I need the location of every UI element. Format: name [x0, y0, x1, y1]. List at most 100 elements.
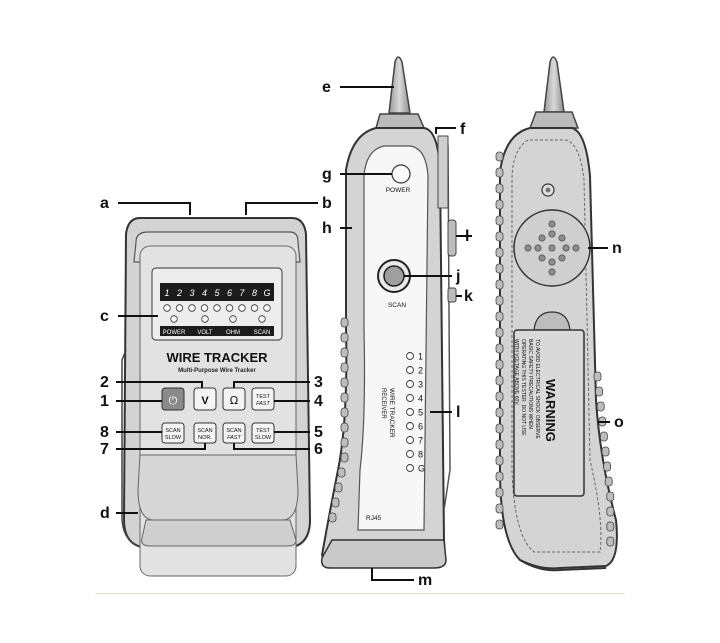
back-ridge-left: [495, 215, 504, 226]
speaker-holes: [524, 220, 580, 276]
speaker-hole: [524, 244, 532, 252]
tx-led-number: 1: [164, 288, 169, 298]
receiver-grip-ridges: [328, 317, 349, 523]
callout-4: 4: [314, 393, 323, 410]
back-ridge-left: [495, 455, 504, 466]
receiver-rj45-label: RJ45: [366, 515, 382, 522]
receiver-title-line-2: RECEIVER: [380, 388, 386, 419]
rx-led-dot: [406, 366, 414, 374]
speaker-hole: [534, 244, 542, 252]
back-ridge-right: [596, 401, 605, 412]
leader-7: [116, 443, 206, 450]
scan-fast-label-1: SCAN: [226, 428, 241, 434]
warning-label-text: WARNING TO AVOID ELECTRICAL SHOCK OBSERV…: [513, 339, 558, 442]
callout-d: d: [100, 505, 110, 522]
back-ridge-left: [495, 263, 504, 274]
callout-k: k: [464, 288, 473, 305]
back-ridge-left: [495, 343, 504, 354]
rx-ridge: [340, 332, 349, 343]
scan-fast-button[interactable]: SCAN FAST: [222, 422, 246, 444]
callout-b: b: [322, 195, 332, 212]
scan-nor-label-1: SCAN: [197, 428, 212, 434]
test-fast-button[interactable]: TEST FAST: [251, 387, 275, 411]
speaker-hole: [562, 244, 570, 252]
back-ridge-left: [495, 231, 504, 242]
back-ridge-left: [495, 311, 504, 322]
volt-button[interactable]: V: [193, 387, 217, 411]
speaker-hole: [548, 268, 556, 276]
back-ridge-left: [495, 295, 504, 306]
scan-nor-label-2: NOR.: [198, 435, 212, 441]
receiver-back-unit: WARNING TO AVOID ELECTRICAL SHOCK OBSERV…: [495, 56, 618, 572]
callout-c: c: [100, 308, 109, 325]
tx-led-dot: [250, 304, 259, 312]
speaker-hole: [548, 230, 556, 238]
tx-led-number: 7: [239, 288, 245, 298]
rx-ridge: [331, 497, 340, 508]
back-ridge-left: [495, 167, 504, 178]
tx-led-number: 2: [176, 288, 182, 298]
back-inner-outline: [511, 139, 602, 553]
tx-mode-label: POWER: [163, 330, 186, 336]
transmitter-title: WIRE TRACKER: [166, 350, 268, 365]
back-ridge-right: [593, 371, 602, 382]
back-ridge-right: [606, 521, 615, 532]
rx-led-number: 6: [418, 422, 423, 432]
rx-led-dot: [406, 408, 414, 416]
back-ridge-right: [606, 506, 615, 517]
tx-led-dot: [263, 304, 271, 312]
rx-ridge: [340, 437, 349, 448]
rx-ridge: [340, 317, 349, 328]
rx-ridge: [337, 467, 346, 478]
receiver-volume-wheel[interactable]: [447, 219, 457, 257]
callout-5: 5: [314, 424, 323, 441]
speaker-hole: [558, 254, 566, 262]
back-ridge-left: [495, 471, 504, 482]
tx-led-number: 5: [214, 288, 220, 298]
back-ridge-left: [495, 359, 504, 370]
receiver-probe-tip: [388, 56, 411, 114]
speaker-hole: [548, 220, 556, 228]
callout-8: 8: [100, 424, 109, 441]
tx-mode-dot: [258, 315, 266, 323]
back-ridge-left: [495, 503, 504, 514]
power-button[interactable]: ⏻: [161, 387, 185, 411]
receiver-side-switch[interactable]: [447, 287, 457, 303]
tx-led-dot: [238, 304, 246, 312]
scan-slow-button[interactable]: SCAN SLOW: [161, 422, 185, 444]
callout-m: m: [418, 572, 432, 589]
back-ridge-left: [495, 151, 504, 162]
ohm-button[interactable]: Ω: [222, 387, 246, 411]
scan-nor-button[interactable]: SCAN NOR.: [193, 422, 217, 444]
tx-mode-label: SCAN: [254, 330, 271, 336]
back-ridge-left: [495, 199, 504, 210]
callout-2: 2: [100, 374, 109, 391]
receiver-vertical-title: WIRE TRACKER RECEIVER: [380, 388, 395, 438]
volt-button-label: V: [201, 395, 209, 407]
bottom-divider: [95, 593, 625, 594]
rx-led-number: 2: [418, 366, 423, 376]
test-slow-button[interactable]: TEST SLOW: [251, 422, 275, 444]
back-base: [519, 559, 607, 572]
warning-line-3: OPERATING THIS TESTER. DO NOT USE: [520, 339, 526, 436]
rx-led-dot: [406, 394, 414, 402]
transmitter-subtitle: Multi-Purpose Wire Tracker: [178, 368, 256, 374]
speaker-hole: [548, 258, 556, 266]
back-ridge-left: [495, 423, 504, 434]
speaker-hole: [572, 244, 580, 252]
rx-led-number: 5: [418, 408, 423, 418]
rx-led-dot: [406, 464, 414, 472]
receiver-scan-button[interactable]: [377, 259, 411, 293]
scan-fast-label-2: FAST: [227, 435, 241, 441]
leader-f: [435, 127, 456, 134]
transmitter-bottom-lip: [141, 519, 297, 547]
transmitter-led-dots: [163, 304, 271, 312]
callout-l-bottom: l: [456, 404, 460, 421]
rx-ridge: [334, 482, 343, 493]
rx-led-number: 1: [418, 352, 423, 362]
rx-led-number: 7: [418, 436, 423, 446]
callout-h: h: [322, 220, 332, 237]
